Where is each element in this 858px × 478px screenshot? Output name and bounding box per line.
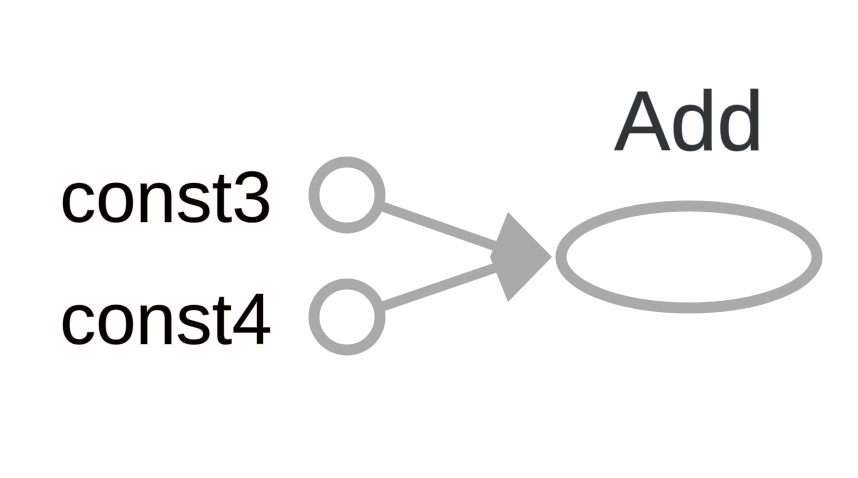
input-label-const3: const3 [60,158,272,238]
operation-label-add: Add [614,74,763,168]
operation-node-add[interactable] [555,200,823,314]
input-label-const4: const4 [60,280,272,360]
input-node-const3[interactable] [308,156,386,234]
edge-const4-to-add [373,257,517,313]
edge-const3-to-add [373,200,517,257]
arrowhead-icon [490,212,552,302]
input-node-const4[interactable] [308,278,386,356]
